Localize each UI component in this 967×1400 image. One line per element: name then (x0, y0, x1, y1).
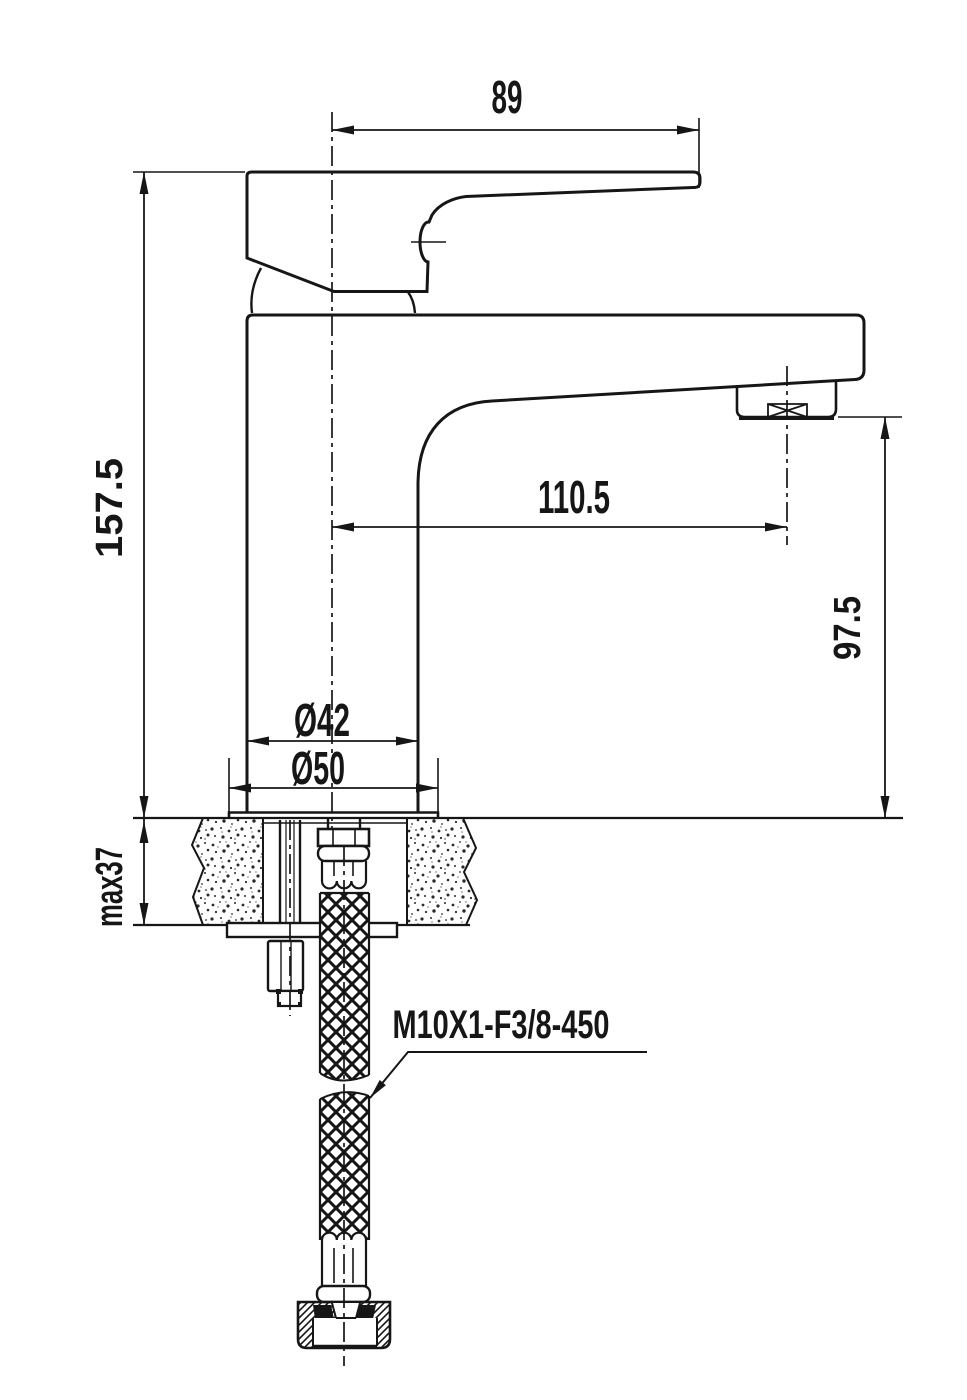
centerlines (289, 112, 788, 1366)
hose-hex-nut (316, 827, 371, 848)
dim-89-arrow-left (332, 125, 354, 135)
stud-end-chamfer-marks (276, 989, 303, 1006)
dim-97-arrow-top (880, 417, 890, 439)
hose-spec-label: M10X1-F3/8-450 (369, 1003, 647, 1099)
dim-110-arrow-left (332, 522, 354, 532)
dim-110-arrow-right (765, 522, 787, 532)
hose-spec-text: M10X1-F3/8-450 (393, 1003, 610, 1047)
dim-max37-arrow-bottom (139, 903, 149, 925)
dim-97-text: 97.5 (827, 596, 869, 660)
dim-97-arrow-bottom (880, 796, 890, 818)
dim-max37-text: max37 (89, 847, 131, 927)
hose-spec-leader (369, 1051, 647, 1099)
dim-42-arrow-left (247, 736, 269, 746)
dim-110-text: 110.5 (538, 471, 610, 523)
counter-left-break-line (190, 817, 206, 926)
dim-157-text: 157.5 (89, 458, 131, 558)
counter-right-section (407, 818, 477, 925)
dim-157-arrow-top (139, 172, 149, 194)
countertop (133, 816, 903, 927)
base-flange (227, 811, 440, 818)
coupling-gasket-left (313, 1305, 334, 1319)
cartridge-dome-left-arc (250, 267, 263, 314)
dim-50-arrow-left (229, 783, 251, 793)
coupling-detail-lines (312, 1302, 378, 1348)
dim-42-arrow-right (396, 736, 418, 746)
faucet-body (227, 267, 866, 824)
dim-handle-length: 89 (332, 71, 700, 188)
dim-base-diameter: Ø50 (228, 742, 439, 812)
dim-spout-height: 97.5 (827, 416, 902, 818)
faucet-handle (245, 170, 702, 293)
dim-counter-thickness: max37 (89, 818, 149, 927)
dim-max37-arrow-top (139, 821, 149, 843)
hose-spec-arrow (370, 1080, 386, 1098)
dim-50-text: Ø50 (291, 742, 345, 794)
counter-left-section (192, 818, 263, 925)
dim-89-arrow-right (677, 125, 699, 135)
dim-total-height: 157.5 (89, 171, 245, 818)
cartridge-dome-right-arc (407, 291, 417, 314)
coupling-cavity (313, 1318, 377, 1346)
counter-right-break-line (462, 817, 479, 926)
body-outline (245, 313, 866, 812)
coupling-nipple (332, 1303, 360, 1318)
dim-spout-reach: 110.5 (332, 471, 787, 532)
coupling-gasket-right (355, 1305, 376, 1319)
dim-157-arrow-bottom (139, 796, 149, 818)
dim-body-diameter: Ø42 (247, 694, 418, 746)
handle-outline (245, 170, 702, 293)
dim-89-text: 89 (492, 71, 523, 123)
dim-42-text: Ø42 (294, 694, 350, 746)
dim-50-arrow-right (416, 783, 438, 793)
clamp-washer-plate (225, 921, 399, 939)
clamp-nut (266, 939, 305, 993)
